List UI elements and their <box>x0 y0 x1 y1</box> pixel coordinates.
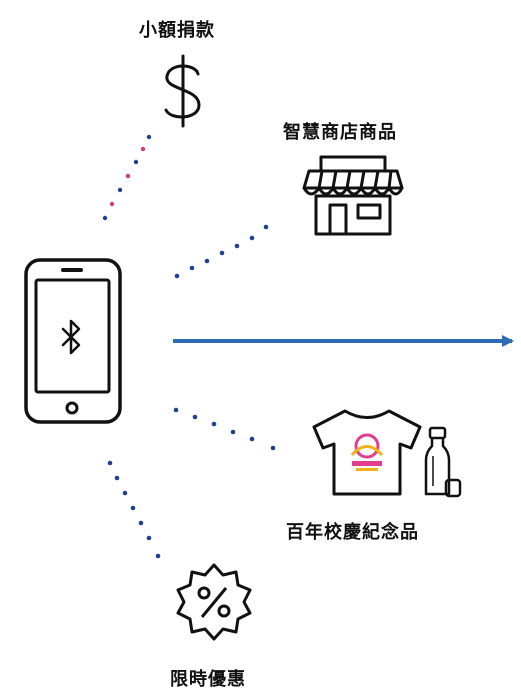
tshirt-icon <box>312 409 422 496</box>
bottle-icon <box>424 426 462 498</box>
smart-store-label: 智慧商店商品 <box>283 122 397 143</box>
connector-to-donation <box>102 134 152 221</box>
bluetooth-icon <box>61 319 81 355</box>
store-icon <box>302 155 404 236</box>
anniversary-logo-icon <box>350 433 384 471</box>
discount-badge-icon <box>176 563 252 641</box>
souvenirs-label: 百年校慶紀念品 <box>286 522 419 543</box>
donation-label: 小額捐款 <box>139 20 215 41</box>
connector-to-discounts <box>107 460 161 559</box>
discounts-label: 限時優惠 <box>170 669 246 690</box>
smartphone-icon <box>24 258 122 424</box>
dollar-icon <box>164 54 201 128</box>
connector-to-souvenirs <box>173 407 276 451</box>
connector-to-store <box>174 224 269 279</box>
